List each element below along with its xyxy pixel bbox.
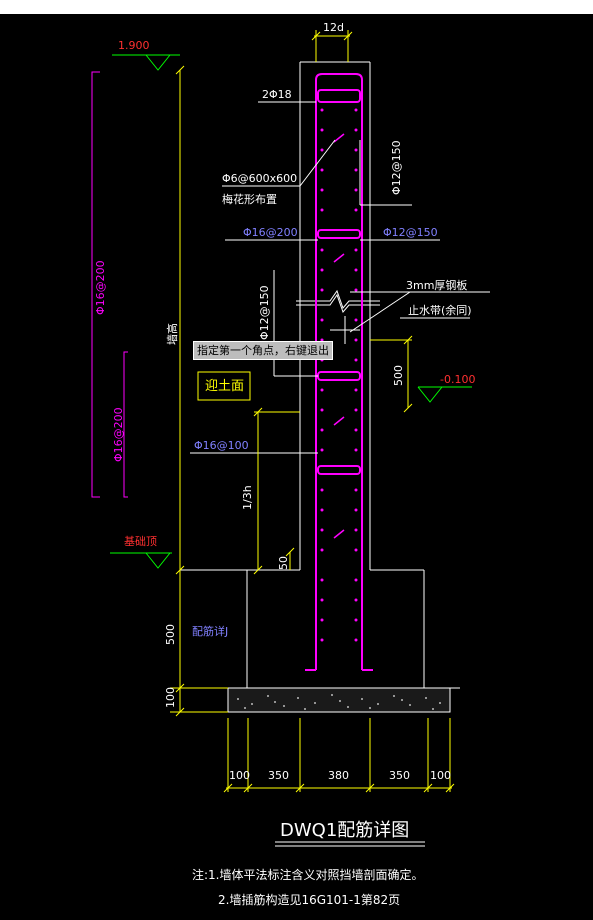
label-top-bars: 2Φ18	[262, 88, 292, 101]
elevation-marks	[110, 54, 472, 569]
foundation-slab	[227, 687, 451, 713]
label-dim-50: 50	[277, 556, 290, 570]
bar-length-lines	[91, 71, 128, 498]
bottom-dim-3: 350	[389, 769, 410, 782]
bottom-dim-1: 350	[268, 769, 289, 782]
label-foundation-top: 基础顶	[124, 535, 157, 548]
label-tie: Φ6@600x600	[222, 172, 297, 185]
drawing-title: DWQ1配筋详图	[280, 820, 409, 841]
label-horiz-bar-center: Φ12@150	[258, 285, 271, 340]
rebar-cage	[305, 73, 373, 671]
rebar-dots	[320, 108, 358, 642]
label-tie-note: 梅花形布置	[222, 192, 277, 206]
bottom-dim-0: 100	[229, 769, 250, 782]
label-facing-soil: 迎土面	[205, 379, 244, 394]
tie-marks	[333, 133, 345, 539]
label-base-rebar: 配筋详J	[192, 624, 228, 638]
label-dim-500-left: 500	[164, 624, 177, 645]
wall-outline	[180, 61, 460, 689]
label-12d: 12d	[323, 21, 344, 34]
label-dim-500-right: 500	[392, 365, 405, 386]
bottom-dim-2: 380	[328, 769, 349, 782]
label-horiz-bar-right-1: Φ12@150	[390, 140, 403, 195]
label-wall-height: 墙高	[165, 323, 179, 345]
label-waterstop: 止水带(余同)	[408, 303, 472, 317]
leaders	[190, 101, 490, 454]
label-long-bar-2: Φ16@200	[112, 407, 125, 462]
label-vert-bar: Φ16@200	[243, 226, 298, 239]
label-dim-100-left: 100	[164, 687, 177, 708]
label-long-bar-1: Φ16@200	[94, 260, 107, 315]
bottom-dim-4: 100	[430, 769, 451, 782]
elev-bottom-right: -0.100	[440, 373, 475, 386]
note-2: 2.墙插筋构造见16G101-1第82页	[218, 892, 400, 907]
facing-soil-box	[197, 371, 251, 401]
label-bar-lower-left: Φ16@100	[194, 439, 249, 452]
label-horiz-bar-right-2: Φ12@150	[383, 226, 438, 239]
drawing-svg[interactable]: 12d 2Φ18 Φ6@600x600 梅花形布置 Φ16@200 Φ12@15…	[0, 14, 593, 920]
elev-top: 1.900	[118, 39, 150, 52]
label-steel-plate: 3mm厚钢板	[406, 278, 467, 292]
crosshair-cursor	[330, 316, 360, 344]
cad-canvas[interactable]: 12d 2Φ18 Φ6@600x600 梅花形布置 Φ16@200 Φ12@15…	[0, 14, 593, 920]
dimension-lines	[170, 30, 455, 793]
slab-hatch	[237, 694, 441, 710]
note-1: 注:1.墙体平法标注含义对照挡墙剖面确定。	[192, 867, 424, 882]
label-one-third-h: 1/3h	[241, 485, 254, 510]
command-tooltip: 指定第一个角点，右键退出	[193, 341, 333, 360]
